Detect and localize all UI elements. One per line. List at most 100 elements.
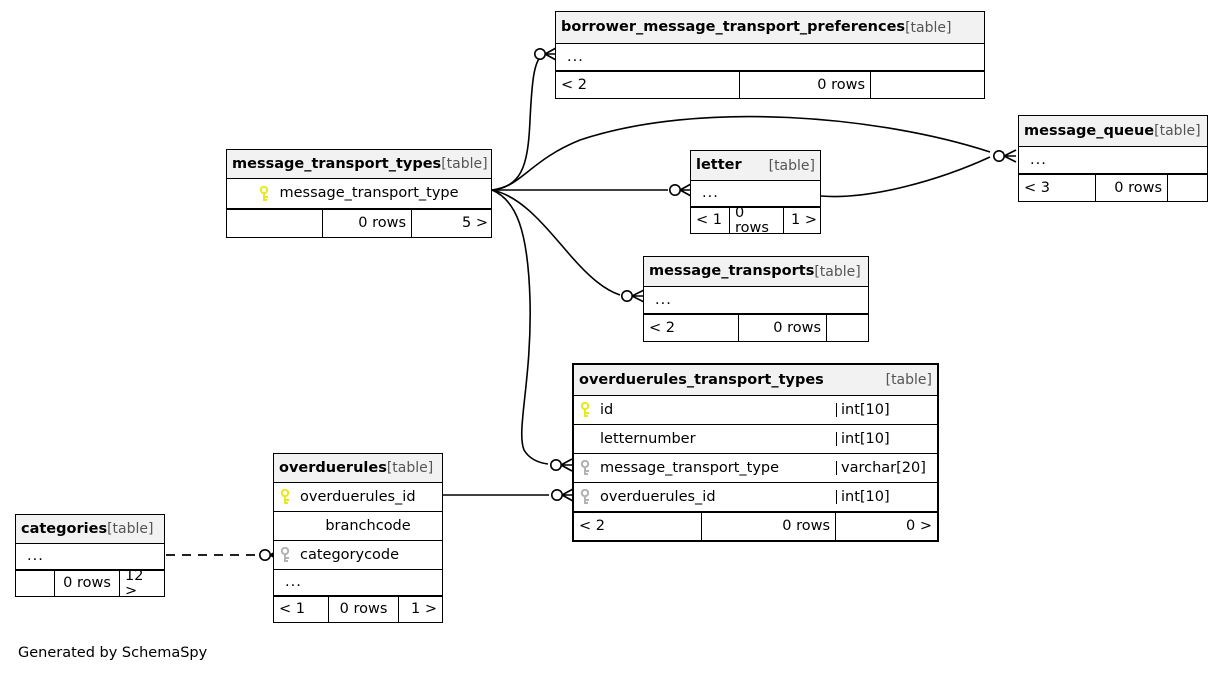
column-type-cell: int[10]: [836, 403, 937, 418]
table-name: message_transport_types: [232, 155, 442, 172]
table-type-label: [table]: [107, 521, 154, 537]
table-column-row[interactable]: id int[10]: [574, 396, 937, 425]
column-name-cell: ...: [691, 186, 820, 201]
table-header-letter: letter[table]: [691, 151, 820, 181]
edge-mtt-to-mt: [491, 189, 645, 303]
column-name-cell: branchcode: [274, 518, 442, 534]
column-type-cell: int[10]: [836, 490, 937, 505]
table-node-categories[interactable]: categories[table]... 0 rows 12 >: [15, 514, 165, 597]
column-label: message_transport_type: [279, 185, 459, 202]
parent-relationship-count: [227, 210, 323, 237]
child-relationship-count: 1 >: [411, 601, 437, 618]
table-column-row[interactable]: branchcode: [274, 512, 442, 541]
primary-key-icon: [280, 489, 293, 505]
table-header-categories: categories[table]: [16, 515, 164, 544]
table-header-message_transports: message_transports[table]: [644, 257, 868, 287]
table-column-row[interactable]: categorycode: [274, 541, 442, 570]
edge-letter-to-mq: [820, 156, 991, 198]
parent-relationship-count: < 3: [1019, 175, 1096, 201]
table-name: overduerules_transport_types: [579, 371, 824, 388]
edge-cat-to-or: [166, 548, 282, 562]
child-relationship-count: 5 >: [462, 215, 488, 232]
table-header-overduerules_transport_types: overduerules_transport_types [table]: [574, 365, 937, 396]
table-name: message_queue: [1024, 122, 1155, 139]
column-name-cell: letternumber: [574, 431, 836, 447]
more-columns-ellipsis: ...: [27, 549, 44, 564]
column-type-label: int[10]: [841, 430, 890, 447]
schemaspy-credit: Generated by SchemaSpy: [18, 645, 208, 661]
key-spacer: [305, 518, 318, 534]
table-column-row[interactable]: message_transport_type varchar[20]: [574, 454, 937, 483]
table-column-row[interactable]: ...: [644, 287, 868, 314]
child-relationship-count: [1168, 175, 1209, 201]
column-type-label: varchar[20]: [841, 459, 926, 476]
parent-relationship-count: < 1: [274, 597, 329, 622]
row-count: 0 rows: [730, 208, 784, 233]
column-type-cell: varchar[20]: [836, 461, 937, 476]
column-type-label: int[10]: [841, 401, 890, 418]
row-count: 0 rows: [329, 597, 399, 622]
table-column-row[interactable]: ...: [1019, 147, 1207, 174]
table-header-message_queue: message_queue[table]: [1019, 116, 1207, 147]
table-name: letter: [696, 157, 742, 174]
foreign-key-icon: [280, 547, 293, 563]
table-column-row[interactable]: overduerules_id: [274, 483, 442, 512]
table-node-overduerules_transport_types[interactable]: overduerules_transport_types [table] id int…: [572, 363, 939, 542]
key-spacer: [580, 431, 593, 447]
parent-relationship-count: [16, 571, 55, 596]
table-column-row[interactable]: message_transport_type: [227, 179, 491, 209]
parent-relationship-count: < 1: [691, 208, 730, 233]
parent-relationship-count: < 2: [556, 72, 740, 98]
column-name-cell: ...: [556, 50, 984, 65]
more-columns-ellipsis: ...: [702, 186, 719, 201]
foreign-key-icon: [580, 460, 593, 476]
column-name-cell: ...: [16, 549, 164, 564]
primary-key-icon: [580, 402, 593, 418]
table-column-row[interactable]: letternumber int[10]: [574, 425, 937, 454]
more-columns-ellipsis: ...: [567, 49, 584, 65]
child-relationship-count: 0 >: [906, 518, 932, 535]
table-name: borrower_message_transport_preferences: [561, 19, 906, 36]
edge-or-to-ott: [443, 488, 574, 502]
column-name-cell: ...: [644, 293, 868, 308]
more-columns-ellipsis: ...: [655, 292, 672, 308]
more-columns-ellipsis: ...: [285, 575, 302, 590]
column-name-cell: id: [574, 402, 836, 418]
primary-key-icon: [259, 185, 272, 202]
edge-mtt-to-bmtp: [491, 47, 557, 191]
table-type-label: [table]: [885, 372, 932, 388]
table-column-row[interactable]: ...: [691, 181, 820, 207]
table-footer-message_transport_types: 0 rows 5 >: [227, 209, 491, 237]
table-type-label: [table]: [814, 263, 861, 280]
table-node-message_transport_types[interactable]: message_transport_types[table] message_tr…: [226, 149, 492, 238]
edge-mtt-to-ott: [491, 189, 573, 472]
table-column-row[interactable]: ...: [274, 570, 442, 596]
column-label: id: [600, 402, 614, 418]
child-relationship-count: [871, 72, 986, 98]
row-count: 0 rows: [323, 210, 412, 237]
child-relationship-count: 12 >: [125, 571, 144, 596]
table-column-row[interactable]: ...: [556, 44, 984, 71]
column-name-cell: message_transport_type: [574, 460, 836, 476]
table-type-label: [table]: [441, 156, 488, 172]
table-name: categories: [21, 520, 108, 537]
table-column-row[interactable]: ...: [16, 544, 164, 570]
table-footer-categories: 0 rows 12 >: [16, 570, 164, 596]
table-header-overduerules: overduerules[table]: [274, 454, 442, 483]
table-name: overduerules: [279, 459, 387, 476]
table-node-borrower_message_transport_preferences[interactable]: borrower_message_transport_preferences[t…: [555, 11, 985, 99]
column-type-label: int[10]: [841, 488, 890, 505]
parent-relationship-count: < 2: [644, 315, 739, 341]
edge-mtt-to-letter: [492, 183, 692, 197]
row-count: 0 rows: [55, 571, 120, 596]
